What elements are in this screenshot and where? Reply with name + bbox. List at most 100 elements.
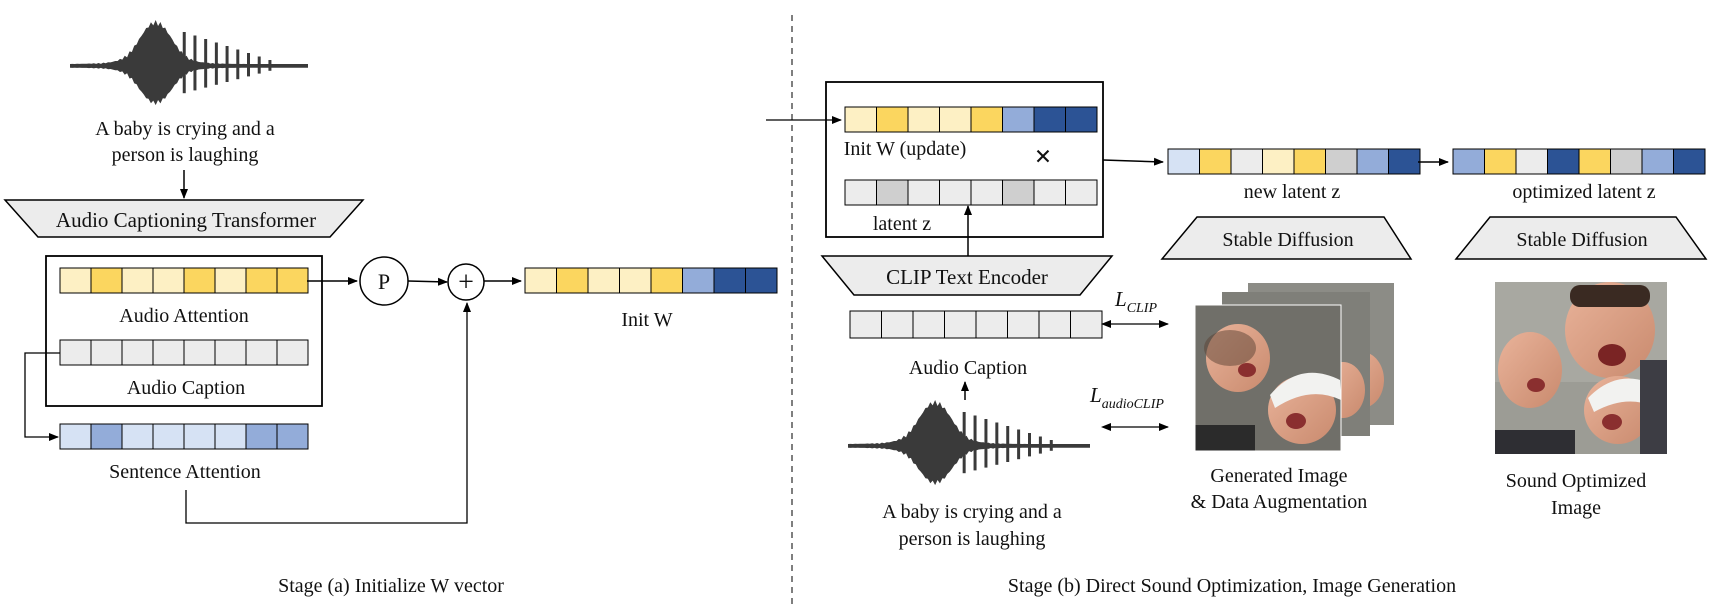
vector-cell [1002,179,1035,206]
vector-cell [587,267,620,294]
init-w-update-vector [844,106,1098,133]
vector-cell [1038,310,1071,339]
stable-diffusion-label-2: Stable Diffusion [1516,229,1647,251]
vector-cell [1065,106,1098,133]
vector-cell [214,423,247,450]
vector-cell [975,310,1008,339]
vector-cell [1007,310,1040,339]
vector-cell [970,106,1003,133]
vector-cell [276,339,309,366]
latent-z-vector [844,179,1098,206]
stable-diffusion-block-1 [1160,216,1413,260]
vector-cell [524,267,557,294]
vector-cell [1070,310,1103,339]
waveform-shape [848,400,1090,486]
vector-cell [59,339,92,366]
update-box [825,81,1104,238]
vector-cell [876,179,909,206]
vector-cell [1033,179,1066,206]
vector-cell [682,267,715,294]
vector-cell [1293,148,1326,175]
vector-cell [1547,148,1580,175]
vector-cell [214,339,247,366]
stage-b-audio-caption-label: Audio Caption [909,357,1027,379]
arrow-caption-to-sentence [24,352,60,441]
vector-cell [556,267,589,294]
new-latent-label: new latent z [1244,181,1341,203]
optimized-latent-vector [1452,148,1706,175]
vector-cell [90,423,123,450]
optimized-image-label-line1: Sound Optimized [1506,470,1647,492]
vector-cell [1452,148,1485,175]
generated-image-stack [1194,283,1394,452]
vector-cell [59,267,92,294]
sum-node [447,263,485,301]
vector-cell [1356,148,1389,175]
vector-cell [152,423,185,450]
vector-cell [121,339,154,366]
stable-diffusion-label-1: Stable Diffusion [1222,229,1353,251]
vector-cell [1673,148,1706,175]
clip-text-encoder-block [820,255,1114,296]
vector-cell [90,339,123,366]
init-w-vector [524,267,778,294]
vector-cell [152,267,185,294]
waveform-icon [70,20,308,106]
audio-captioning-transformer-label: Audio Captioning Transformer [56,208,316,232]
vector-cell [844,179,877,206]
vector-cell [90,267,123,294]
generated-image-label-line2: & Data Augmentation [1191,491,1368,513]
vector-cell [844,106,877,133]
vector-cell [1065,179,1098,206]
vector-cell [849,310,882,339]
generated-image-front [1194,304,1342,452]
vector-cell [1484,148,1517,175]
audioclip-loss-label: LaudioCLIP [1089,383,1164,412]
vector-cell [1199,148,1232,175]
attention-group-box [45,255,323,407]
vector-cell [1033,106,1066,133]
vector-cell [1262,148,1295,175]
vector-cell [970,179,1003,206]
vector-cell [152,339,185,366]
vector-cell [245,339,278,366]
arrow-update-to-new-latent [1102,157,1164,166]
sentence-attention-label: Sentence Attention [109,461,261,483]
vector-cell [276,423,309,450]
waveform-shape [70,20,308,106]
vector-cell [1578,148,1611,175]
vector-cell [245,423,278,450]
sentence-attention-vector [59,423,309,450]
stage-b-caption-line1: A baby is crying and a [882,501,1062,523]
stage-a-caption-line2: person is laughing [112,144,259,166]
vector-cell [881,310,914,339]
audio-captioning-transformer-block [3,199,365,238]
vector-cell [245,267,278,294]
audio-attention-label: Audio Attention [119,305,248,327]
vector-cell [183,423,216,450]
stage-a-caption-line1: A baby is crying and a [95,118,275,140]
stage-b-caption-line2: person is laughing [899,528,1046,550]
vector-cell [1230,148,1263,175]
arrow-sentence-to-sum [185,302,471,524]
stage-a-title: Stage (a) Initialize W vector [278,575,504,597]
generated-image-label-line1: Generated Image [1210,465,1347,487]
vector-cell [183,339,216,366]
vector-cell [1388,148,1421,175]
vector-cell [1002,106,1035,133]
audio-attention-vector [59,267,309,294]
vector-cell [713,267,746,294]
sum-symbol: + [458,267,474,298]
vector-cell [276,267,309,294]
audio-caption-label: Audio Caption [127,377,245,399]
new-latent-vector [1167,148,1421,175]
clip-loss-label: LCLIP [1114,287,1157,316]
stage-b-waveform-icon [848,400,1090,486]
sound-optimized-image [1495,282,1667,454]
vector-cell [183,267,216,294]
vector-cell [1641,148,1674,175]
arrow-pool-to-sum [407,277,448,286]
vector-cell [1515,148,1548,175]
vector-cell [876,106,909,133]
